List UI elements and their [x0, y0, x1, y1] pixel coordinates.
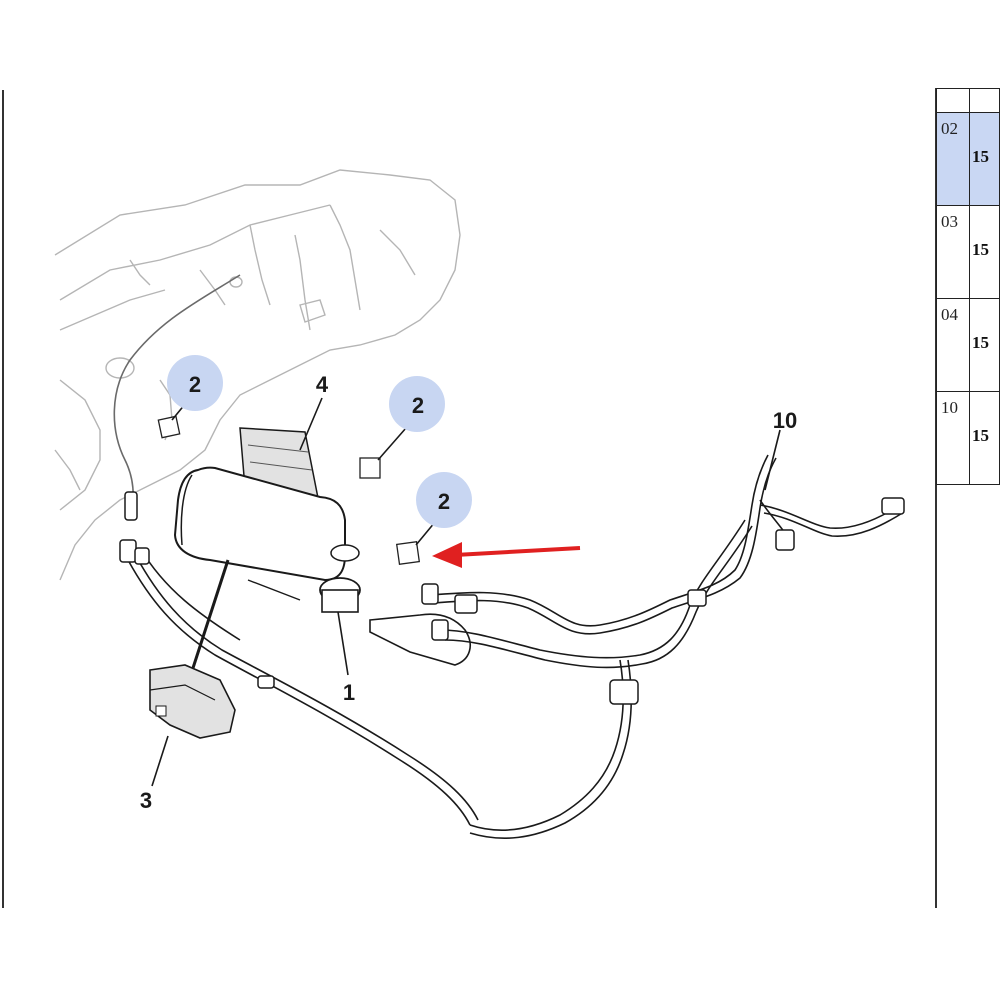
callout-2-highlight-1 [167, 355, 223, 411]
table-header-row [936, 88, 1000, 113]
table-row[interactable]: 03 15 [936, 205, 1000, 299]
row-index: 10 [936, 391, 970, 485]
charcoal-canister [173, 466, 361, 613]
parts-index-table: 02 15 03 15 04 15 10 15 [936, 88, 1000, 485]
row-reference: 15 [969, 205, 1000, 299]
table-row[interactable]: 02 15 [936, 112, 1000, 206]
callout-2-highlight-2 [389, 376, 445, 432]
row-index: 03 [936, 205, 970, 299]
callout-3[interactable]: 3 [140, 788, 152, 813]
clip-square-1 [157, 415, 181, 439]
clip-square-2 [359, 457, 381, 479]
table-row[interactable]: 04 15 [936, 298, 1000, 392]
callout-2-a[interactable]: 2 [189, 372, 201, 397]
mounting-bracket [149, 664, 236, 739]
clip-square-3 [395, 540, 421, 566]
row-index: 04 [936, 298, 970, 392]
callout-2-highlight-3 [416, 472, 472, 528]
tank-vent-hose [113, 274, 241, 521]
callout-1[interactable]: 1 [343, 680, 355, 705]
row-reference: 15 [969, 391, 1000, 485]
hose-connectors [119, 491, 905, 705]
row-reference: 15 [969, 298, 1000, 392]
callout-10[interactable]: 10 [773, 408, 797, 433]
red-pointer-arrow [432, 542, 581, 568]
row-index: 02 [936, 112, 970, 206]
vapour-pipe-assembly [369, 454, 905, 839]
row-reference: 15 [969, 112, 1000, 206]
callout-2-c[interactable]: 2 [438, 489, 450, 514]
callout-2-b[interactable]: 2 [412, 393, 424, 418]
callout-4[interactable]: 4 [316, 372, 329, 397]
table-row[interactable]: 10 15 [936, 391, 1000, 485]
